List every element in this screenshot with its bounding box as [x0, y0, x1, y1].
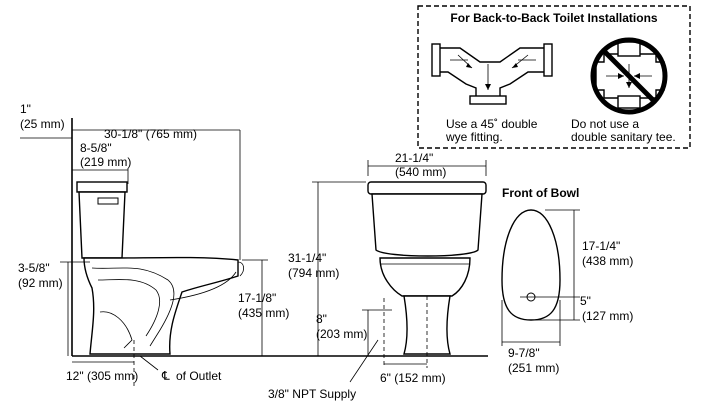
- outlet-offset-label-2: (127 mm): [582, 309, 633, 323]
- floor-outlet-label-2: (92 mm): [18, 276, 63, 290]
- top-offset-label-2: (25 mm): [20, 117, 65, 131]
- tank-depth-label-1: 8-5/8": [80, 141, 112, 155]
- front-tank-body: [371, 193, 483, 257]
- inset-title: For Back-to-Back Toilet Installations: [450, 11, 657, 25]
- rim-height-label-1: 17-1/8": [238, 291, 276, 305]
- front-view: 21-1/4" (540 mm) 31-1/4" (794 mm) 8" (20…: [268, 151, 488, 401]
- double-wye-fitting-icon: [431, 43, 553, 105]
- supply-height-label-2: (203 mm): [316, 327, 367, 341]
- supply-height-label-1: 8": [316, 312, 327, 326]
- outlet-offset-label-1: 5": [580, 294, 591, 308]
- supply-label: 3/8" NPT Supply: [268, 387, 356, 401]
- bowl-width-label-2: (251 mm): [508, 361, 559, 375]
- front-width-label-1: 21-1/4": [395, 151, 433, 165]
- tank-lid: [76, 181, 128, 193]
- rim-height-label-2: (435 mm): [238, 306, 289, 320]
- back-to-back-inset: For Back-to-Back Toilet Installations Us…: [417, 5, 691, 149]
- rough-in-label: 12" (305 mm): [66, 369, 138, 383]
- front-height-label-2: (794 mm): [288, 266, 339, 280]
- front-height-label-1: 31-1/4": [288, 251, 326, 265]
- inset-left-caption-1: Use a 45˚ double: [446, 117, 538, 131]
- inset-right-caption-2: double sanitary tee.: [571, 130, 676, 144]
- front-width-label-2: (540 mm): [395, 165, 446, 179]
- centerline-symbol: ℄: [161, 369, 170, 383]
- bowl-outline: [501, 209, 561, 321]
- supply-offset-label: 6" (152 mm): [380, 371, 446, 385]
- bowl-body: [83, 256, 239, 355]
- bowl-width-label-1: 9-7/8": [508, 346, 540, 360]
- side-view: 1" (25 mm) 30-1/8" (765 mm) 8-5/8" (219 …: [18, 102, 300, 386]
- bowl-view-title: Front of Bowl: [502, 186, 579, 200]
- flush-handle-icon: [97, 197, 119, 205]
- overall-length-label: 30-1/8" (765 mm): [104, 127, 197, 141]
- bowl-length-label-1: 17-1/4": [582, 239, 620, 253]
- front-tank-lid: [367, 181, 487, 195]
- inset-right-caption-1: Do not use a: [571, 117, 639, 131]
- bowl-length-label-2: (438 mm): [582, 254, 633, 268]
- top-offset-label-1: 1": [20, 102, 31, 116]
- bowl-top-view: Front of Bowl 17-1/4" (438 mm) 5" (127 m…: [501, 186, 633, 375]
- trapway-outline: [91, 267, 175, 347]
- tank-depth-label-2: (219 mm): [80, 155, 131, 169]
- inset-left-caption-2: wye fitting.: [445, 130, 503, 144]
- front-bowl: [379, 257, 471, 297]
- floor-outlet-label-1: 3-5/8": [18, 261, 50, 275]
- outlet-label: of Outlet: [176, 369, 222, 383]
- double-sanitary-tee-prohibited-icon: [590, 37, 668, 115]
